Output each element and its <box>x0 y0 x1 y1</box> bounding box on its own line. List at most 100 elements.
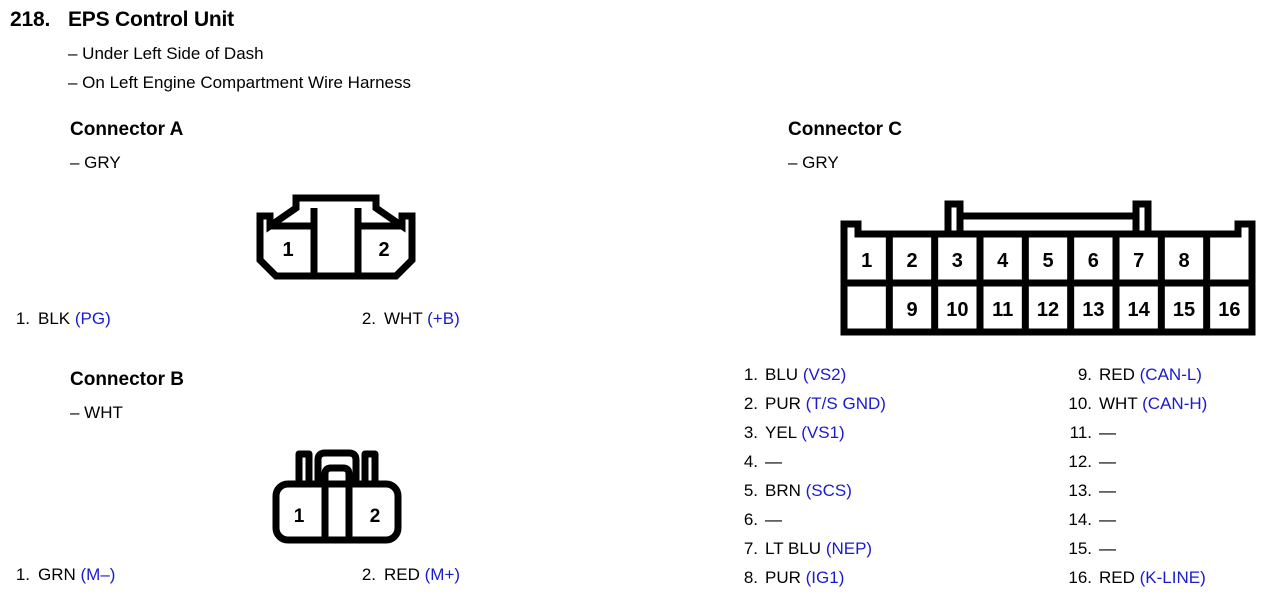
connector-c-cavity-11-label: 11 <box>992 299 1013 321</box>
pin-wire-color: WHT <box>384 309 423 328</box>
pin-number: 3. <box>743 423 758 442</box>
pin-number: 1. <box>15 309 30 328</box>
pin-signal-name: (NEP) <box>825 539 873 558</box>
pin-wire-color: WHT <box>1099 394 1138 413</box>
connector-c-pin-row: 6. — <box>732 505 886 534</box>
pin-number: 13. <box>1068 481 1092 500</box>
pin-number: 4. <box>743 452 758 471</box>
connector-b-cavity-2-label: 2 <box>370 506 381 527</box>
pin-signal-name: (SCS) <box>805 481 852 500</box>
pin-wire-color: BLK <box>38 309 71 328</box>
pin-number: 12. <box>1068 452 1092 471</box>
pin-wire-color: PUR <box>765 568 801 587</box>
connector-c-pin-row: 13. — <box>1066 476 1207 505</box>
location-note-dash: – Under Left Side of Dash <box>68 44 264 63</box>
connector-c-cavity-7-label: 7 <box>1133 250 1144 272</box>
connector-c-pin-list-left: 1.BLU (VS2)2.PUR (T/S GND)3.YEL (VS1)4.—… <box>732 360 886 592</box>
connector-b-pin-row: 2. RED (M+) <box>360 565 460 585</box>
pin-signal-name: (+B) <box>427 309 460 328</box>
connector-c-pin-row: 3.YEL (VS1) <box>732 418 886 447</box>
pin-number: 5. <box>743 481 758 500</box>
pin-number: 2. <box>361 309 376 328</box>
connector-c-pin-row: 8.PUR (IG1) <box>732 563 886 592</box>
pin-signal-name: (PG) <box>74 309 111 328</box>
connector-c-pin-row: 5. BRN (SCS) <box>732 476 886 505</box>
page-item-number: 218. <box>10 8 51 31</box>
pin-number: 7. <box>743 539 758 558</box>
pin-wire-color: RED <box>1099 568 1135 587</box>
pin-wire-color: PUR <box>765 394 801 413</box>
connector-c-cavity-6-label: 6 <box>1088 250 1099 272</box>
connector-a-pin-row: 1. BLK (PG) <box>14 309 111 329</box>
connector-c-pin-row: 9.RED (CAN-L) <box>1066 360 1207 389</box>
pin-number: 10. <box>1068 394 1092 413</box>
connector-a-pin-row: 2. WHT (+B) <box>360 309 460 329</box>
pin-wire-color: RED <box>384 565 420 584</box>
pin-number: 14. <box>1068 510 1092 529</box>
pin-number: 16. <box>1068 568 1092 587</box>
connector-a-housing-diagram: 1 2 <box>236 188 436 288</box>
connector-c-pin-list-right: 9.RED (CAN-L)10.WHT (CAN-H)11.—12.—13.—1… <box>1066 360 1207 592</box>
connector-b-housing-diagram: 1 2 <box>262 442 412 547</box>
connector-c-pin-row: 2.PUR (T/S GND) <box>732 389 886 418</box>
connector-c-pin-row: 16.RED (K-LINE) <box>1066 563 1207 592</box>
connector-c-pin-row: 4. — <box>732 447 886 476</box>
pin-number: 2. <box>743 394 758 413</box>
connector-b-color-note: – WHT <box>70 403 123 422</box>
connector-a-cavity-1-label: 1 <box>282 239 293 261</box>
pin-signal-name: (CAN-H) <box>1142 394 1208 413</box>
pin-wire-color: — <box>1099 539 1116 558</box>
connector-a-title: Connector A <box>70 119 184 140</box>
pin-number: 6. <box>743 510 758 529</box>
pin-wire-color: BRN <box>765 481 801 500</box>
connector-c-cavity-8-label: 8 <box>1178 250 1189 272</box>
pin-wire-color: — <box>765 452 782 471</box>
connector-c-cavity-9-label: 9 <box>906 299 917 321</box>
pin-number: 1. <box>15 565 30 584</box>
connector-c-pin-row: 10. WHT (CAN-H) <box>1066 389 1207 418</box>
connector-c-cavity-14-label: 14 <box>1128 299 1151 321</box>
connector-b-cavity-1-label: 1 <box>294 506 305 527</box>
pin-wire-color: — <box>765 510 782 529</box>
connector-c-cavity-13-label: 13 <box>1082 299 1104 321</box>
connector-c-cavity-4-label: 4 <box>997 250 1009 272</box>
connector-c-cavity-5-label: 5 <box>1042 250 1053 272</box>
pin-wire-color: — <box>1099 481 1116 500</box>
pin-wire-color: RED <box>1099 365 1135 384</box>
page-title: EPS Control Unit <box>68 8 234 31</box>
pin-wire-color: BLU <box>765 365 799 384</box>
connector-c-cavity-15-label: 15 <box>1173 299 1195 321</box>
connector-c-cavity-3-label: 3 <box>952 250 963 272</box>
pin-signal-name: (VS1) <box>801 423 845 442</box>
connector-c-pin-row: 11. — <box>1066 418 1207 447</box>
connector-c-pin-row: 7. LT BLU (NEP) <box>732 534 886 563</box>
connector-c-cavity-2-label: 2 <box>906 250 917 272</box>
pin-number: 8. <box>743 568 758 587</box>
pin-wire-color: — <box>1099 510 1116 529</box>
connector-c-pin-row: 15. — <box>1066 534 1207 563</box>
pin-signal-name: (VS2) <box>802 365 847 384</box>
location-note-harness: – On Left Engine Compartment Wire Harnes… <box>68 73 411 92</box>
pin-wire-color: — <box>1099 423 1116 442</box>
connector-c-cavity-10-label: 10 <box>946 299 968 321</box>
pin-wire-color: LT BLU <box>765 539 822 558</box>
connector-a-color-note: – GRY <box>70 153 121 172</box>
connector-c-cavity-16-label: 16 <box>1218 299 1240 321</box>
connector-c-pin-row: 14. — <box>1066 505 1207 534</box>
pin-signal-name: (M+) <box>424 565 461 584</box>
pin-number: 15. <box>1068 539 1092 558</box>
pin-number: 9. <box>1077 365 1092 384</box>
connector-c-cavity-12-label: 12 <box>1037 299 1059 321</box>
connector-b-pin-row: 1.GRN (M–) <box>14 565 116 585</box>
pin-number: 2. <box>361 565 376 584</box>
pin-number: 1. <box>743 365 758 384</box>
pin-wire-color: GRN <box>38 565 76 584</box>
connector-c-cavity-1-label: 1 <box>861 250 872 272</box>
connector-b-title: Connector B <box>70 369 184 390</box>
connector-c-pin-row: 12. — <box>1066 447 1207 476</box>
connector-c-pin-row: 1. BLU (VS2) <box>732 360 886 389</box>
pin-number: 11. <box>1069 423 1092 442</box>
connector-c-color-note: – GRY <box>788 153 839 172</box>
pin-wire-color: — <box>1099 452 1116 471</box>
